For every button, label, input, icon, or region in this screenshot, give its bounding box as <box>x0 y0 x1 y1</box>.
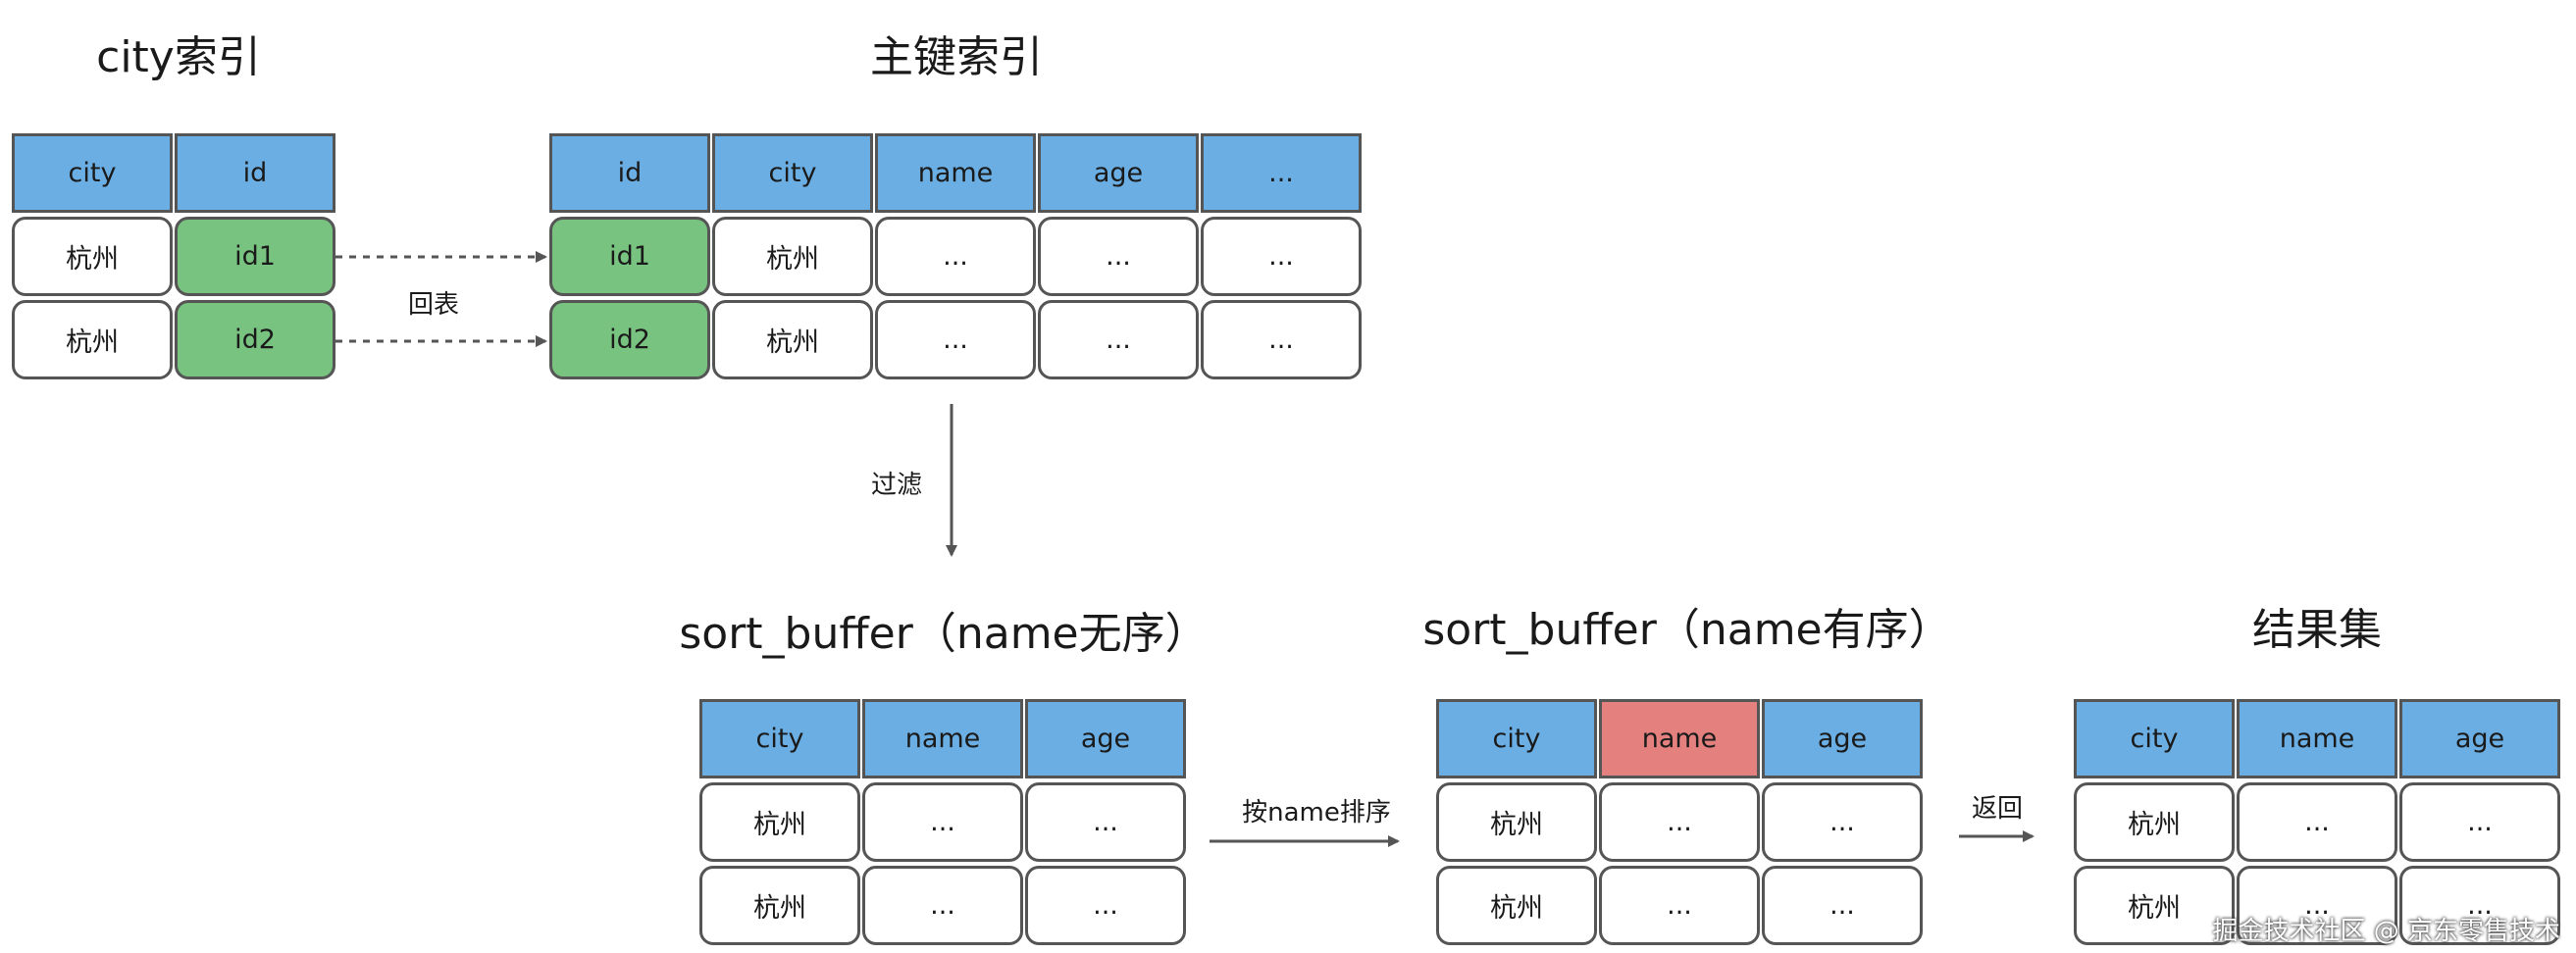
unsorted-cell: 杭州 <box>699 866 860 945</box>
primary-index-header-id: id <box>549 133 710 213</box>
city-index-cell: 杭州 <box>12 300 173 379</box>
sorted-cell: ... <box>1599 782 1760 862</box>
filter-label: 过滤 <box>870 471 923 500</box>
sorted-cell: 杭州 <box>1436 866 1597 945</box>
unsorted-cell: 杭州 <box>699 782 860 862</box>
unsorted-header-name: name <box>862 699 1023 778</box>
sort-by-name-label: 按name排序 <box>1242 798 1391 828</box>
result-header-city: city <box>2074 699 2235 778</box>
result-header-name: name <box>2237 699 2397 778</box>
sorted-cell: ... <box>1762 866 1923 945</box>
unsorted-cell: ... <box>862 866 1023 945</box>
primary-index-cell: ... <box>875 300 1036 379</box>
primary-index-cell: 杭州 <box>712 217 873 296</box>
sorted-cell: 杭州 <box>1436 782 1597 862</box>
return-label: 返回 <box>1971 794 2024 824</box>
sorted-header-name: name <box>1599 699 1760 778</box>
city-index-cell: 杭州 <box>12 217 173 296</box>
city-index-header-city: city <box>12 133 173 213</box>
sorted-header-age: age <box>1762 699 1923 778</box>
city-index-title: city索引 <box>96 32 261 82</box>
primary-index-header-more: ... <box>1201 133 1362 213</box>
result-cell: 杭州 <box>2074 866 2235 945</box>
primary-index-cell: 杭州 <box>712 300 873 379</box>
city-index-header-id: id <box>175 133 335 213</box>
primary-index-cell: ... <box>1038 300 1199 379</box>
unsorted-cell: ... <box>1025 866 1186 945</box>
unsorted-cell: ... <box>862 782 1023 862</box>
result-cell: 杭州 <box>2074 782 2235 862</box>
sort-buffer-sorted-title: sort_buffer（name有序） <box>1422 605 1952 655</box>
primary-index-title: 主键索引 <box>870 32 1043 82</box>
primary-index-cell: ... <box>1201 217 1362 296</box>
result-cell: ... <box>2399 866 2560 945</box>
result-cell: ... <box>2237 866 2397 945</box>
primary-index-id-cell: id1 <box>549 217 710 296</box>
result-cell: ... <box>2237 782 2397 862</box>
back-to-table-label: 回表 <box>407 290 460 320</box>
result-cell: ... <box>2399 782 2560 862</box>
sorted-cell: ... <box>1762 782 1923 862</box>
city-index-id-cell: id2 <box>175 300 335 379</box>
unsorted-cell: ... <box>1025 782 1186 862</box>
primary-index-cell: ... <box>1201 300 1362 379</box>
unsorted-header-city: city <box>699 699 860 778</box>
sorted-header-city: city <box>1436 699 1597 778</box>
watermark: 掘金技术社区 @ 京东零售技术 <box>2212 917 2560 946</box>
primary-index-header-age: age <box>1038 133 1199 213</box>
sorted-cell: ... <box>1599 866 1760 945</box>
primary-index-header-name: name <box>875 133 1036 213</box>
city-index-id-cell: id1 <box>175 217 335 296</box>
result-set-title: 结果集 <box>2252 605 2382 655</box>
primary-index-cell: ... <box>875 217 1036 296</box>
sort-buffer-unsorted-title: sort_buffer（name无序） <box>679 609 1209 659</box>
primary-index-header-city: city <box>712 133 873 213</box>
primary-index-cell: ... <box>1038 217 1199 296</box>
primary-index-id-cell: id2 <box>549 300 710 379</box>
unsorted-header-age: age <box>1025 699 1186 778</box>
result-header-age: age <box>2399 699 2560 778</box>
